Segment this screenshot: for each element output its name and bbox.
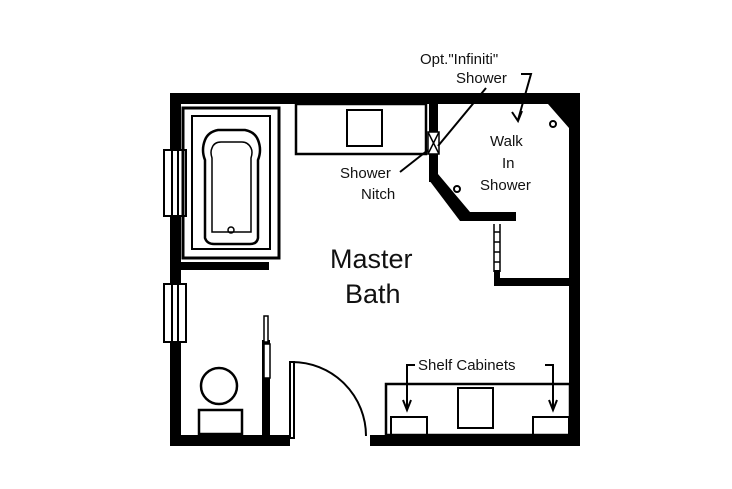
walk-in-shower-label-line3: Shower xyxy=(480,177,531,194)
wall-right xyxy=(569,93,580,446)
leader-shelf-right xyxy=(545,364,554,407)
leader-opt-shower xyxy=(437,87,487,147)
leader-lines xyxy=(399,73,558,413)
leader-shower-nitch xyxy=(399,149,429,173)
shower-wall-horizontal xyxy=(460,212,516,221)
toilet xyxy=(197,366,244,436)
leader-walk-in-shower xyxy=(517,73,533,121)
shower-wall-side xyxy=(494,270,500,284)
window-lower xyxy=(163,283,187,343)
shower-niche xyxy=(427,131,440,155)
shower-niche-label-line2: Nitch xyxy=(361,186,395,203)
wall-left-lower xyxy=(170,340,181,446)
shower-niche-label-line1: Shower xyxy=(340,165,391,182)
shower-step xyxy=(493,224,501,272)
shower-valve-icon xyxy=(549,120,557,128)
shower-head-icon xyxy=(453,185,461,193)
optional-shower-label-line2: Shower xyxy=(456,70,507,87)
room-name-line2: Bath xyxy=(345,279,401,309)
vanity-sink xyxy=(294,102,428,156)
entry-door xyxy=(289,361,367,439)
wall-corner-top-right xyxy=(548,104,569,128)
toilet-partition-wall xyxy=(262,340,270,438)
shower-wall-bottom xyxy=(494,278,572,286)
window-upper xyxy=(163,149,187,217)
wall-bottom-left xyxy=(170,435,290,446)
leader-shelf-left xyxy=(406,364,415,407)
shelf-cabinets xyxy=(384,382,572,437)
tub-partition-wall xyxy=(181,262,269,270)
shower-fixtures xyxy=(453,120,557,193)
wall-top xyxy=(170,93,580,104)
shelf-cabinets-label: Shelf Cabinets xyxy=(418,357,516,374)
room-name-line1: Master xyxy=(330,244,413,274)
shower-wall-angled xyxy=(429,174,470,221)
wall-left-middle xyxy=(170,252,181,286)
leader-walk-in-arrowhead xyxy=(511,110,523,124)
walk-in-shower-label-line1: Walk xyxy=(490,133,523,150)
wall-bottom-right xyxy=(370,435,580,446)
toilet-room-door xyxy=(263,315,271,379)
optional-shower-label-line1: Opt."Infiniti" xyxy=(420,51,498,68)
walk-in-shower-label-line2: In xyxy=(502,155,515,172)
bathtub xyxy=(181,106,281,260)
